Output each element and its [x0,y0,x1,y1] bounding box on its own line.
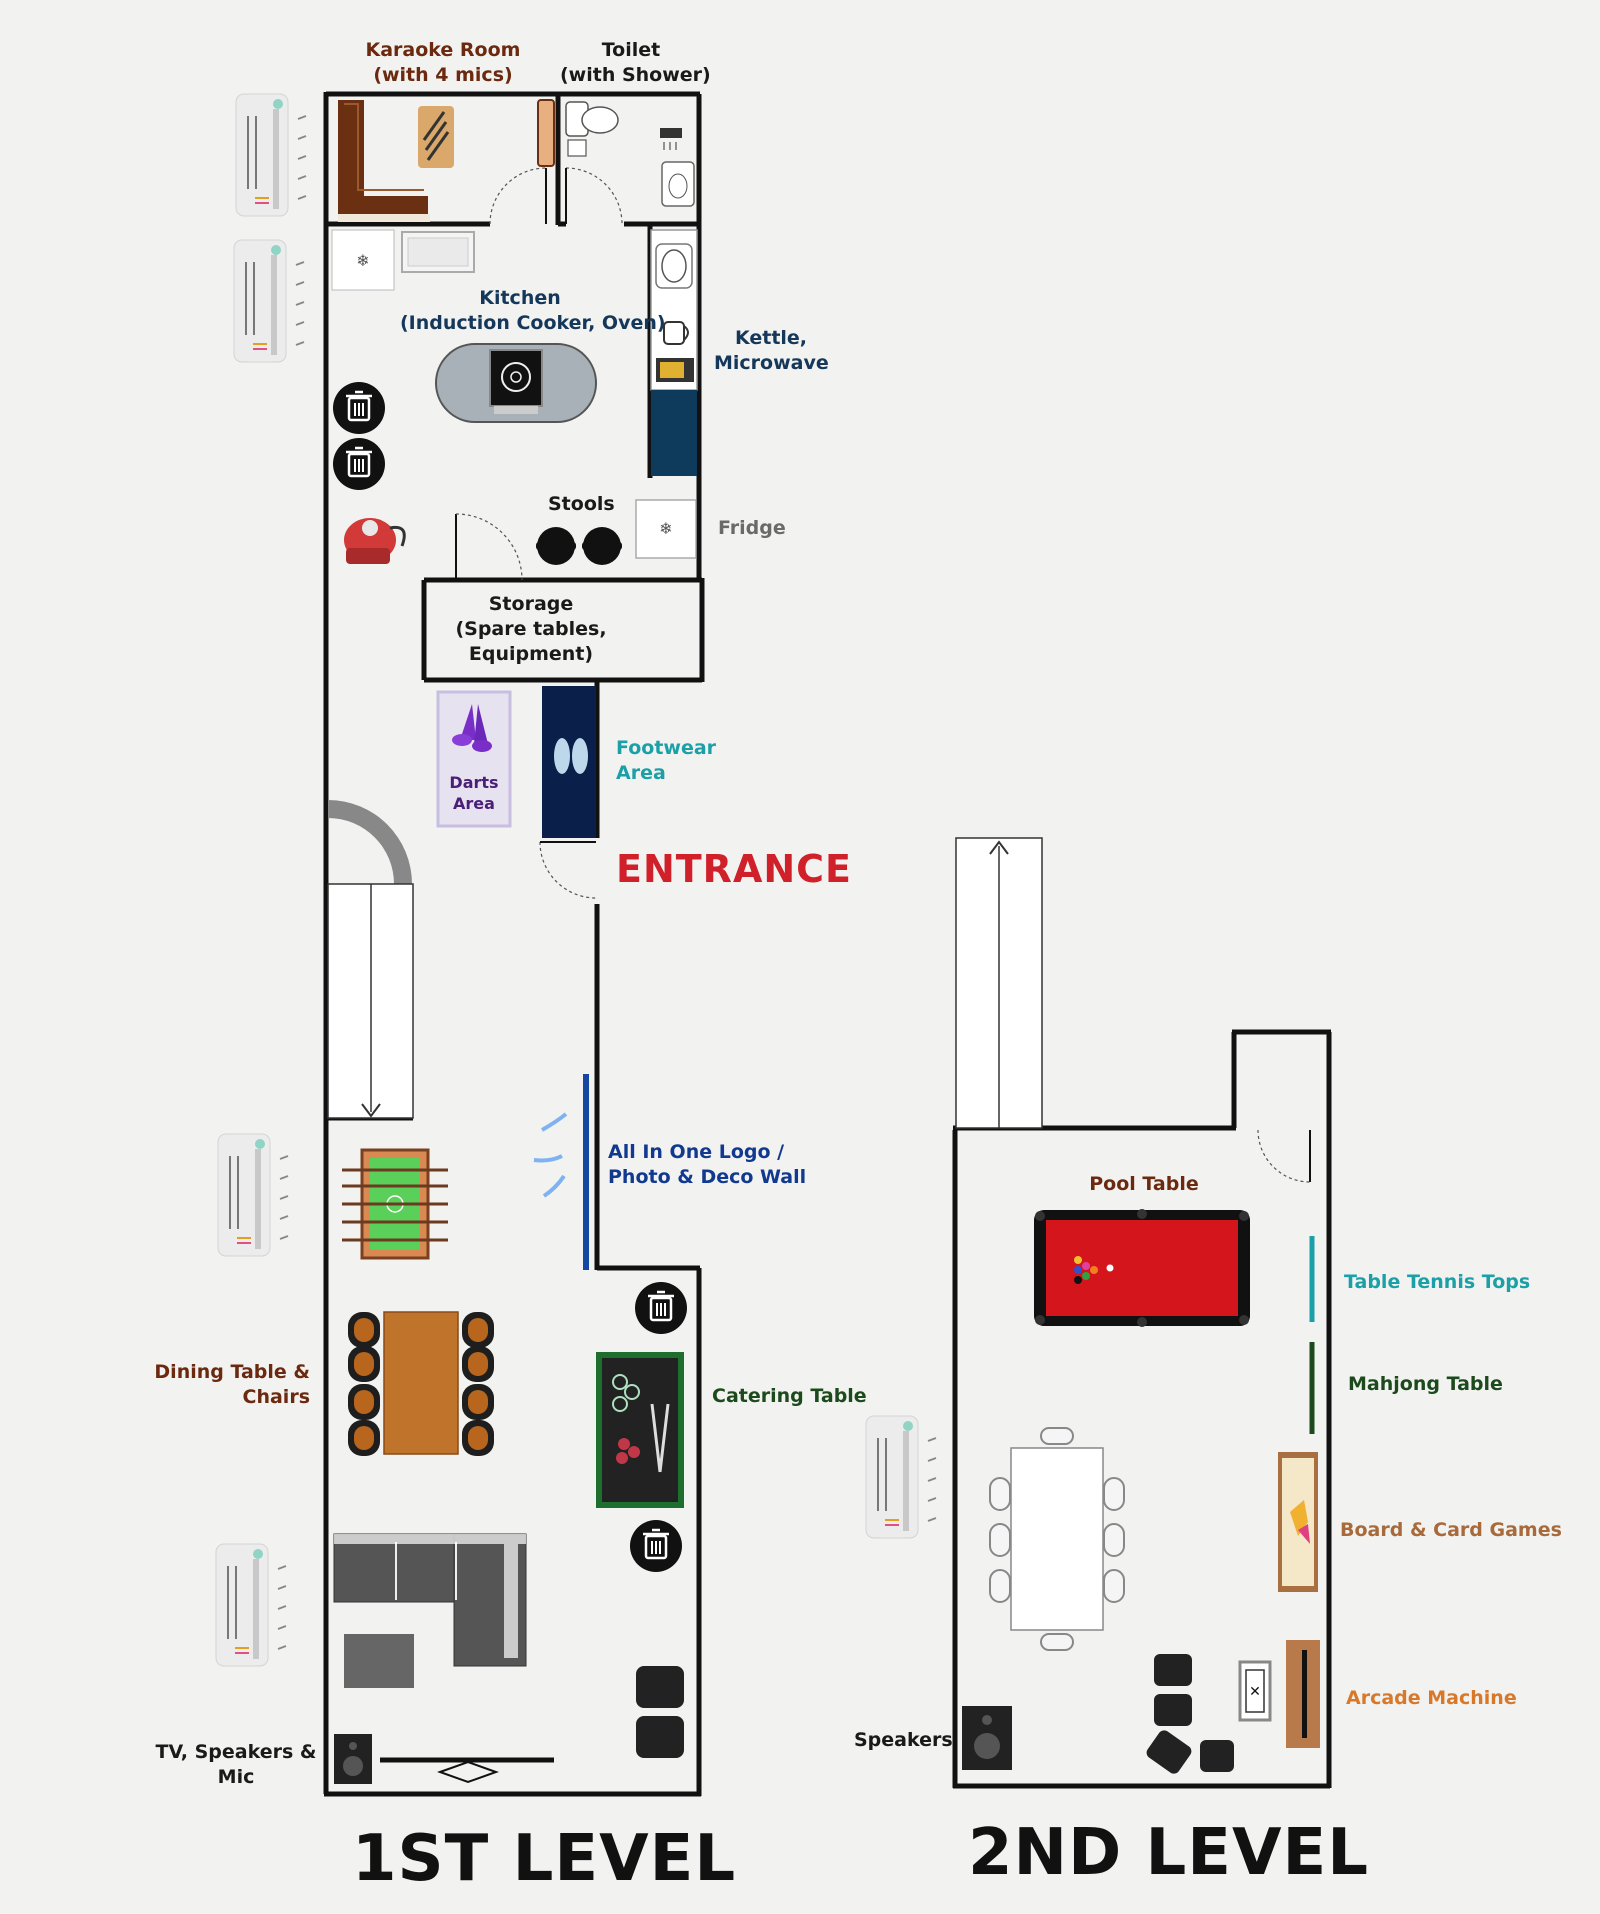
air-conditioner-icon [866,1416,936,1538]
label-karaoke-room: Karaoke Room (with 4 mics) [365,39,521,86]
svg-text:✕: ✕ [1249,1684,1261,1700]
trash-bin-icon [628,1518,684,1574]
trash-bin-icon [331,436,387,492]
armchair [1146,1654,1234,1774]
label-footwear-area: Footwear Area [616,737,717,784]
armchair [636,1666,684,1758]
sink-icon [661,161,695,207]
air-conditioner-icon [216,1544,286,1666]
air-conditioner-icon [236,94,306,216]
tv-icon [380,1757,554,1784]
svg-text:❄: ❄ [356,251,369,270]
label-mahjong-table: Mahjong Table [1348,1373,1503,1395]
label-darts-area: Darts Area [449,773,499,813]
level-title-second: 2ND LEVEL [968,1816,1370,1890]
label-logo-wall: All In One Logo / Photo & Deco Wall [608,1141,807,1188]
shower-icon [660,128,682,150]
toilet-icon [565,101,619,157]
label-kitchen: Kitchen (Induction Cooker, Oven) [400,287,666,334]
slippers-icon [542,686,596,838]
label-dining-table: Dining Table & Chairs [154,1361,310,1408]
speaker-icon [334,1734,372,1784]
label-fridge: Fridge [718,517,786,539]
label-board-card-games: Board & Card Games [1340,1519,1562,1541]
speaker-icon [962,1706,1012,1770]
microphone-icon [418,106,454,168]
label-arcade-machine: Arcade Machine [1346,1687,1517,1709]
karaoke-sofa [338,100,430,222]
second-level-walls [952,1029,1332,1789]
catering-table [596,1352,684,1508]
sofa-icon [333,1533,527,1667]
dining-table [348,1311,494,1456]
long-table [989,1427,1125,1651]
foosball-table-icon [342,1148,448,1260]
stairs-icon [955,837,1043,1129]
stool-icon [536,527,622,565]
vacuum-cleaner-icon [344,518,406,564]
air-conditioner-icon [234,240,304,362]
kitchen-island [435,343,597,423]
label-entrance: ENTRANCE [616,847,852,891]
label-kettle-microwave: Kettle, Microwave [714,327,829,374]
logo-icon [533,1112,568,1198]
label-speakers: Speakers [854,1729,953,1751]
arcade-machine-icon: ✕ [1238,1640,1320,1748]
pool-table-icon [1034,1209,1250,1327]
label-stools: Stools [548,493,615,515]
coffee-table [344,1634,414,1688]
dartboard-darts-icon [436,690,512,828]
board-games-icon [1278,1452,1318,1592]
microwave-icon [656,358,694,382]
label-table-tennis-tops: Table Tennis Tops [1344,1271,1531,1293]
stairs-icon [327,883,414,1119]
sink-icon [661,249,687,283]
label-tv-speakers-mic: TV, Speakers & Mic [155,1741,317,1788]
svg-text:❄: ❄ [659,519,672,538]
trash-bin-icon [633,1280,689,1336]
label-pool-table: Pool Table [1089,1173,1199,1195]
level-title-first: 1ST LEVEL [352,1822,737,1896]
fridge-icon: ❄ [635,499,697,559]
trash-bin-icon [331,380,387,436]
air-conditioner-icon [218,1134,288,1256]
label-catering-table: Catering Table [712,1385,867,1407]
label-toilet: Toilet (with Shower) [560,39,711,86]
label-storage: Storage (Spare tables, Equipment) [455,593,607,665]
kettle-icon [663,321,689,345]
